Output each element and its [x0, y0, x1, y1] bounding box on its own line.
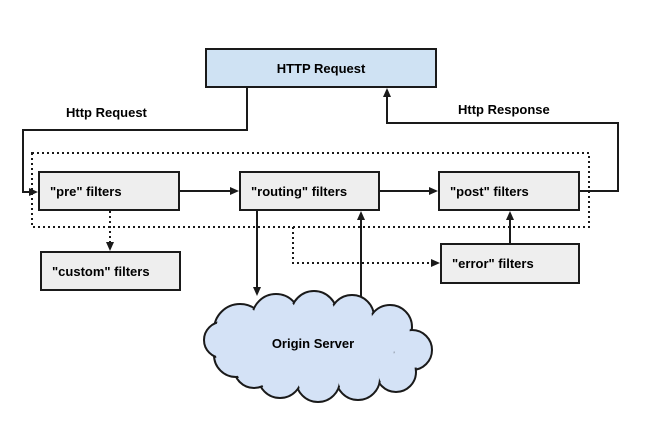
- pre-filters-node: "pre" filters: [38, 171, 180, 211]
- error-filters-node: "error" filters: [440, 243, 580, 284]
- filters-to-error-dotted-arrow: [292, 227, 440, 267]
- post-filters-label: "post" filters: [450, 183, 529, 199]
- flow-label-http-request: Http Request: [66, 105, 147, 120]
- http-request-label: HTTP Request: [276, 60, 366, 76]
- error-filters-label: "error" filters: [452, 256, 534, 271]
- request-flow-arrow: [22, 88, 248, 196]
- routing-filters-label: "routing" filters: [251, 183, 348, 199]
- custom-filters-node: "custom" filters: [40, 251, 181, 291]
- flow-label-http-response: Http Response: [458, 102, 550, 117]
- pre-filters-label: "pre" filters: [50, 183, 122, 199]
- custom-filters-label: "custom" filters: [52, 263, 150, 279]
- origin-server-cloud: [203, 290, 433, 403]
- origin-server-label: Origin Server: [271, 336, 355, 351]
- routing-filters-node: "routing" filters: [239, 171, 380, 211]
- http-request-node: HTTP Request: [205, 48, 437, 88]
- post-filters-node: "post" filters: [438, 171, 580, 211]
- response-flow-arrow: [383, 88, 619, 192]
